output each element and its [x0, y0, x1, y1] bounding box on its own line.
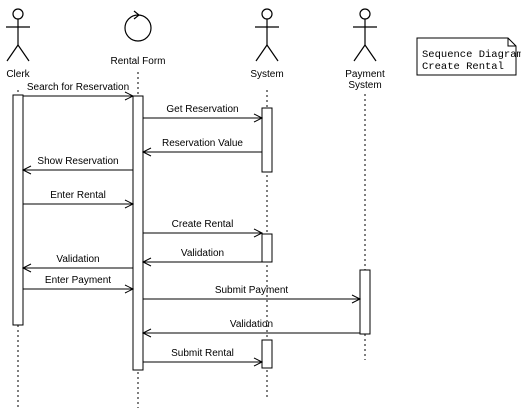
message-arrow: Submit Payment — [143, 285, 362, 304]
message-label: Validation — [230, 319, 273, 330]
message-arrow: Create Rental — [143, 219, 264, 238]
note-line-1: Sequence Diagram — [422, 49, 521, 61]
actor-icon — [255, 8, 279, 62]
activation-bar — [132, 95, 144, 371]
diagram-note: Sequence Diagram Create Rental — [416, 37, 521, 76]
activation-bar — [261, 233, 273, 263]
message-arrow: Validation — [21, 254, 133, 273]
participant-system: System — [250, 8, 284, 80]
participant-label: Payment — [345, 69, 385, 80]
message-label: Validation — [56, 254, 99, 265]
message-arrow: Validation — [141, 319, 360, 338]
message-label: Submit Rental — [171, 348, 234, 359]
message-arrow: Enter Rental — [23, 190, 135, 209]
activation-bar — [12, 94, 24, 326]
note-line-2: Create Rental — [422, 61, 504, 73]
participant-clerk: Clerk — [6, 8, 31, 80]
message-label: Validation — [181, 248, 224, 259]
actor-icon — [6, 8, 30, 62]
activation-bar — [261, 107, 273, 173]
participant-label: System — [348, 80, 381, 91]
message-arrow: Validation — [141, 248, 262, 267]
message-arrow: Search for Reservation — [23, 82, 135, 101]
activation-bar — [359, 269, 371, 335]
note-fold — [507, 38, 516, 47]
message-label: Reservation Value — [162, 138, 243, 149]
message-arrow: Show Reservation — [21, 156, 133, 175]
participant-label: Rental Form — [110, 56, 165, 67]
message-arrow: Get Reservation — [143, 104, 264, 123]
participant-rental-form: Rental Form — [110, 10, 166, 67]
message-arrow: Enter Payment — [23, 275, 135, 294]
message-label: Create Rental — [172, 219, 234, 230]
message-label: Enter Rental — [50, 190, 106, 201]
message-label: Show Reservation — [37, 156, 118, 167]
message-arrow: Reservation Value — [141, 138, 262, 157]
actor-icon — [353, 8, 377, 62]
message-arrow: Submit Rental — [143, 348, 264, 367]
participant-label: System — [250, 69, 283, 80]
message-label: Submit Payment — [215, 285, 289, 296]
participant-label: Clerk — [6, 69, 30, 80]
message-label: Enter Payment — [45, 275, 111, 286]
note-box — [416, 37, 517, 76]
message-label: Search for Reservation — [27, 82, 129, 93]
activation-bar — [261, 339, 273, 369]
message-label: Get Reservation — [166, 104, 238, 115]
control-icon — [124, 10, 152, 42]
